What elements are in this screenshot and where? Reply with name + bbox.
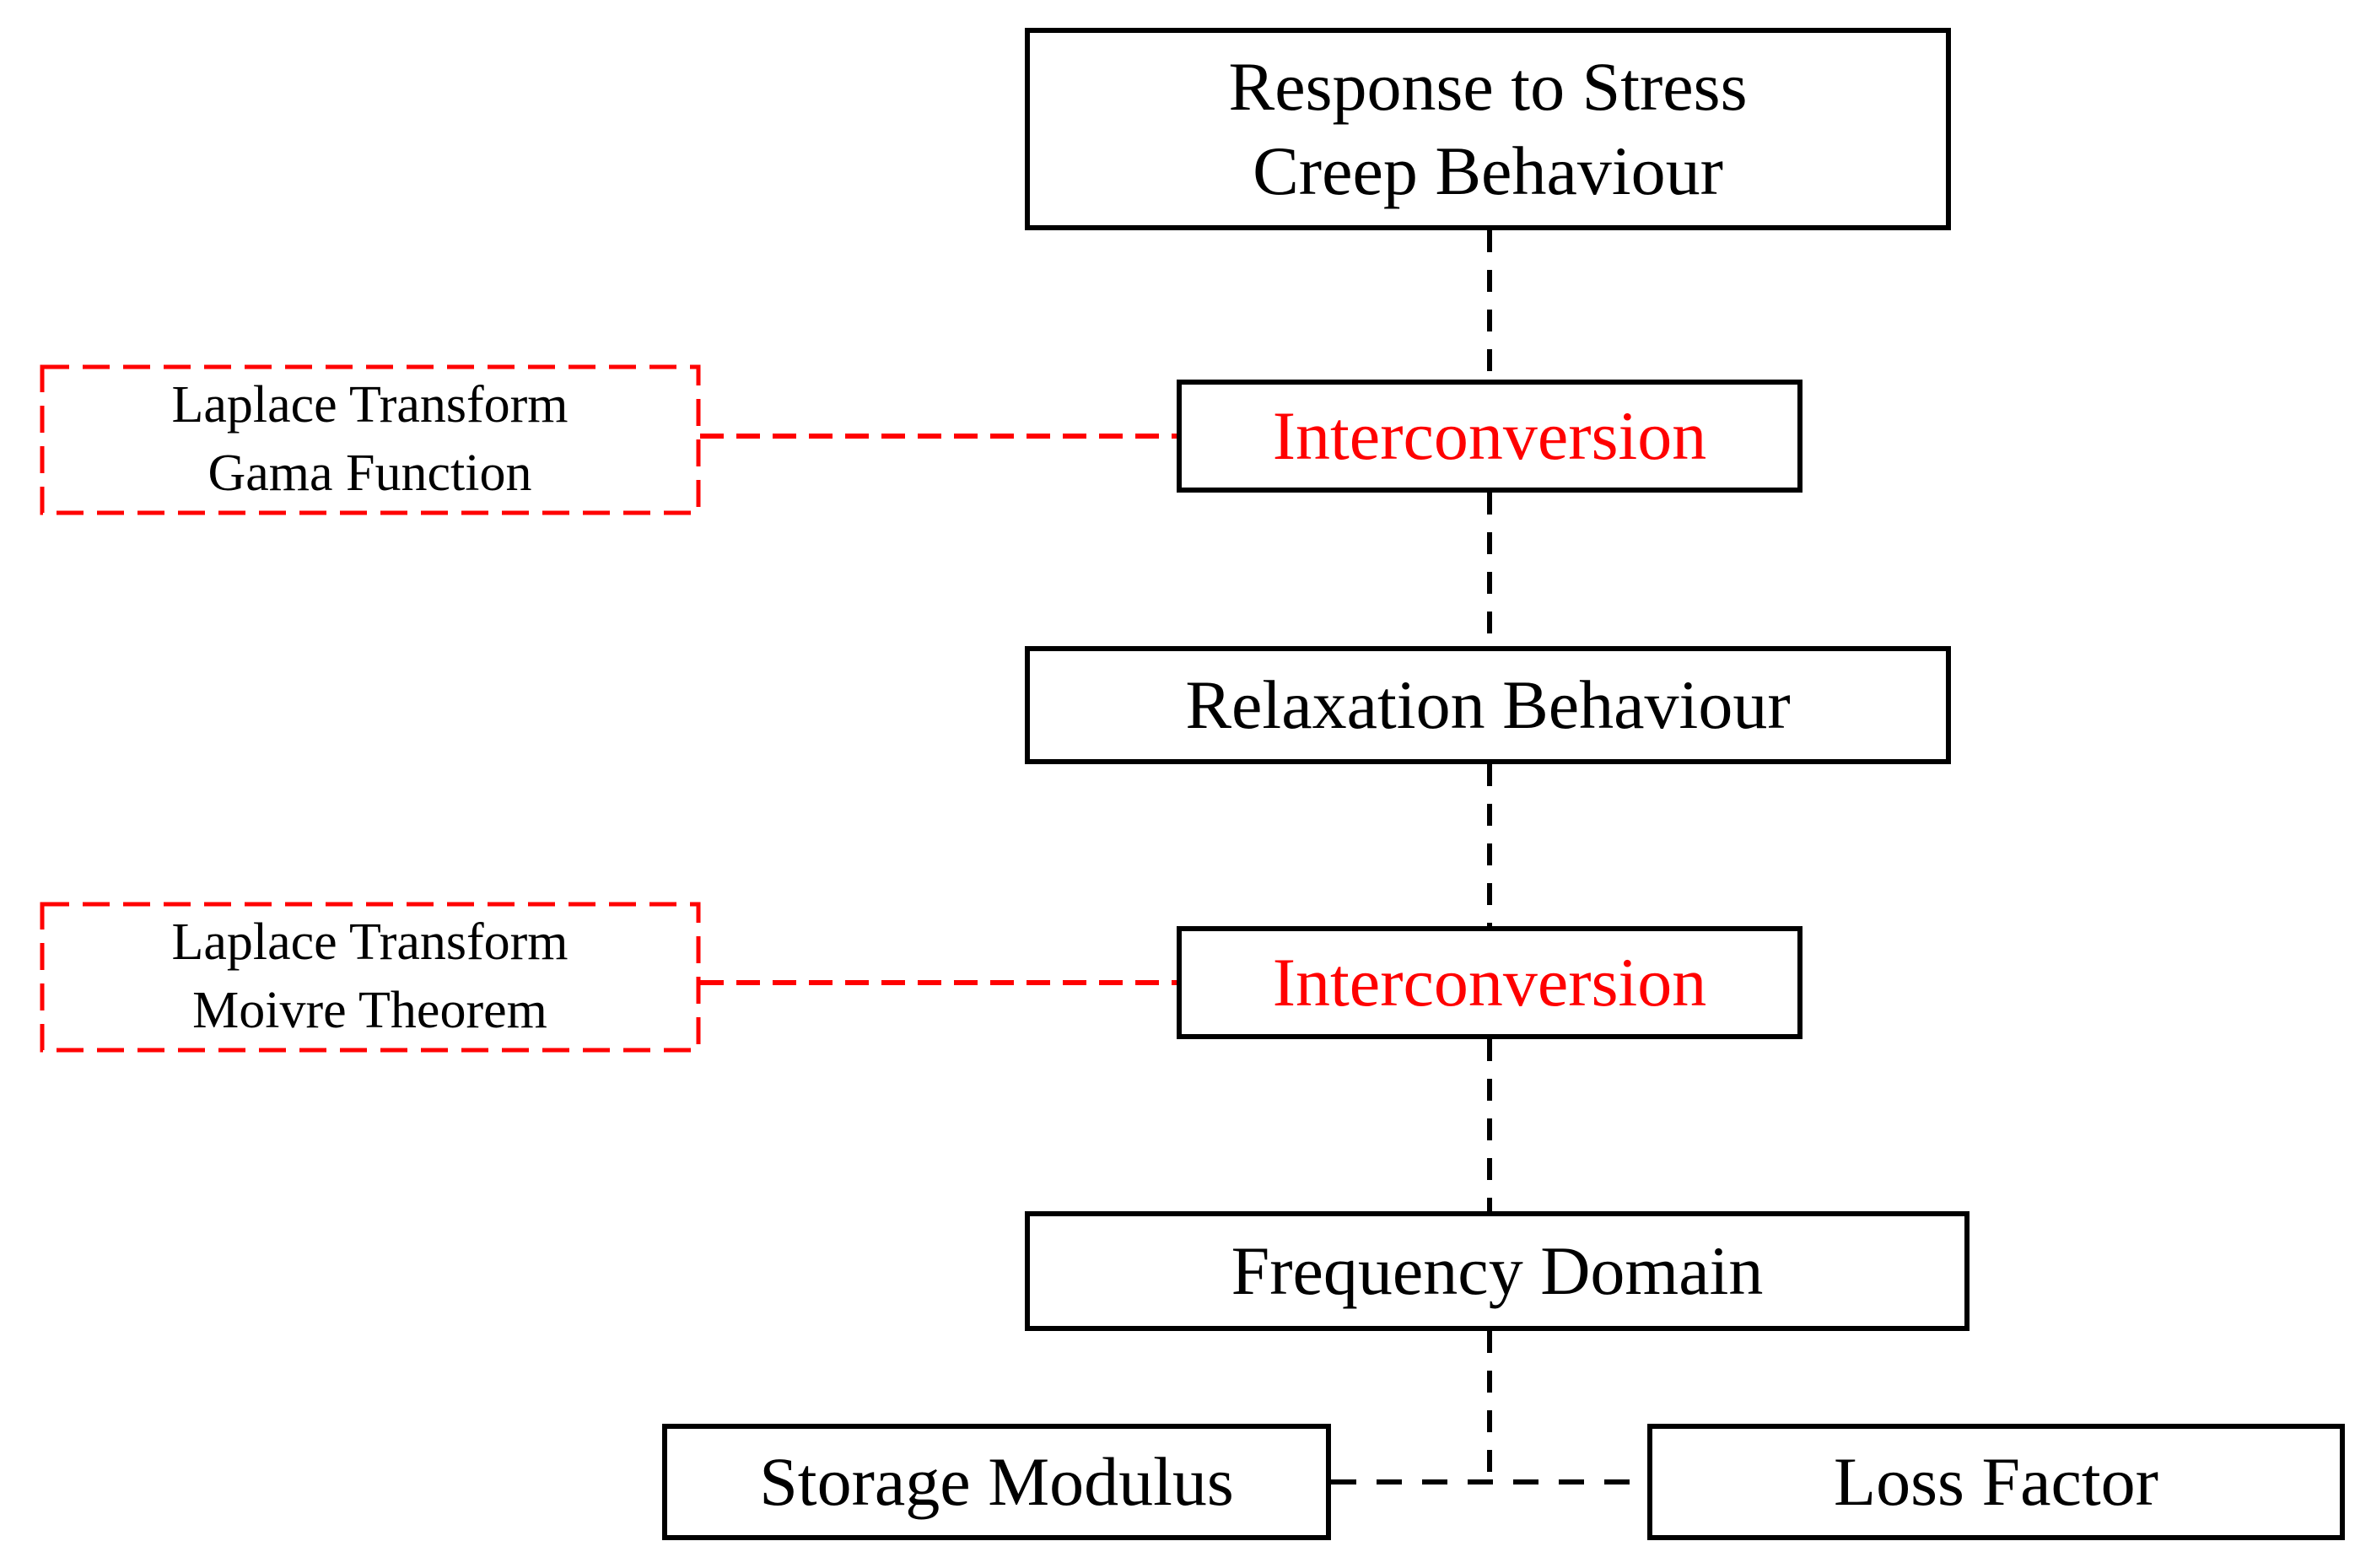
node-interconversion-2: Interconversion — [1177, 926, 1802, 1039]
node-label-line: Response to Stress — [1228, 47, 1748, 125]
node-storage-modulus: Storage Modulus — [662, 1424, 1331, 1540]
node-loss-factor: Loss Factor — [1647, 1424, 2345, 1540]
node-label-line: Interconversion — [1272, 396, 1707, 474]
node-interconversion-1: Interconversion — [1177, 380, 1802, 493]
side-note-laplace-gama: Laplace Transform Gama Function — [40, 364, 700, 515]
node-label-line: Relaxation Behaviour — [1185, 665, 1791, 743]
node-label-line: Loss Factor — [1834, 1442, 2158, 1520]
node-label-line: Interconversion — [1272, 943, 1707, 1021]
node-label-line: Storage Modulus — [759, 1442, 1234, 1520]
side-note-line: Moivre Theorem — [192, 982, 547, 1039]
side-note-line: Laplace Transform — [171, 913, 569, 972]
node-label-line: Creep Behaviour — [1253, 132, 1723, 209]
node-relaxation-behaviour: Relaxation Behaviour — [1025, 646, 1951, 764]
side-note-line: Laplace Transform — [171, 376, 569, 434]
side-note-line: Gama Function — [207, 445, 532, 502]
node-response-to-stress: Response to Stress Creep Behaviour — [1025, 28, 1951, 230]
side-note-border-laplace-moivre — [40, 902, 701, 1053]
node-frequency-domain: Frequency Domain — [1025, 1211, 1970, 1331]
node-label-line: Frequency Domain — [1231, 1231, 1764, 1309]
side-note-laplace-moivre: Laplace Transform Moivre Theorem — [40, 902, 700, 1052]
side-note-border-laplace-gama — [40, 364, 701, 515]
